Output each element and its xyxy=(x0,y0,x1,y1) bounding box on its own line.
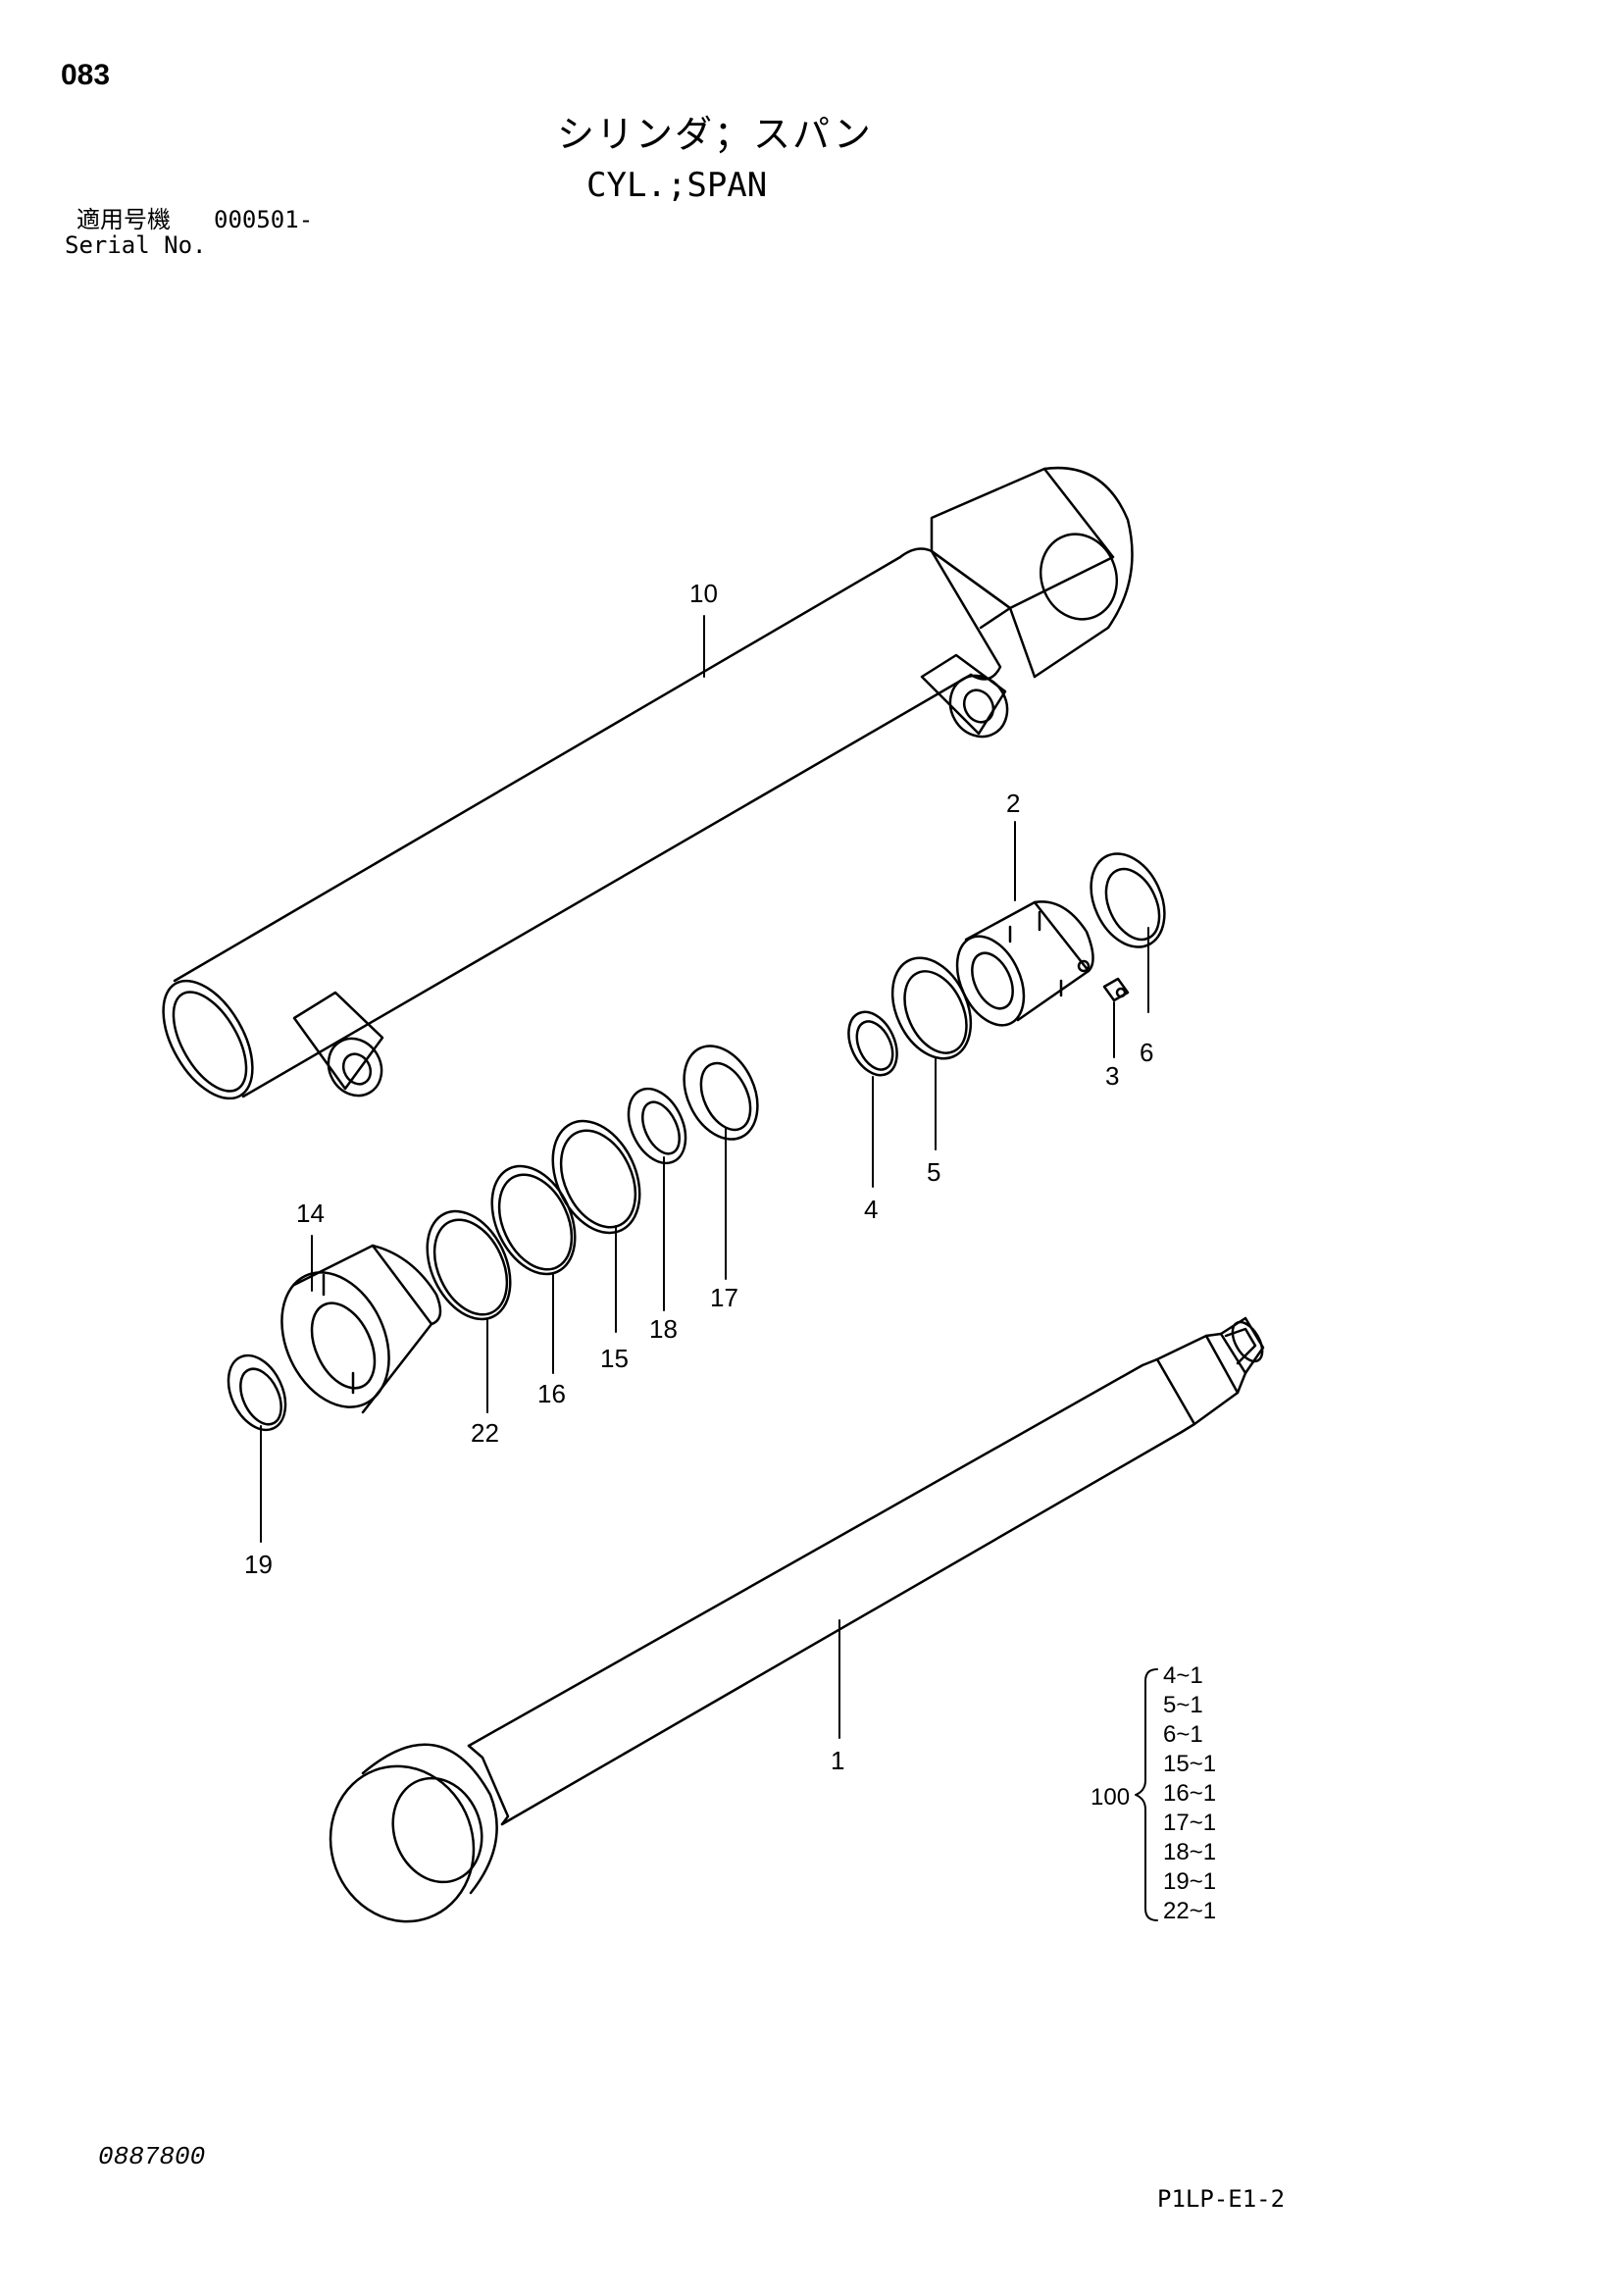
callout-16: 16 xyxy=(537,1379,566,1408)
callout-6: 6 xyxy=(1140,1038,1153,1067)
kit-item: 16~1 xyxy=(1163,1780,1216,1807)
callout-2: 2 xyxy=(1006,789,1020,818)
seal-kit-number: 100 xyxy=(1091,1784,1130,1811)
cylinder-tube-part-10 xyxy=(162,466,1134,1100)
set-screw-part-3 xyxy=(1102,977,1130,1002)
kit-item: 18~1 xyxy=(1163,1839,1216,1865)
kit-item: 22~1 xyxy=(1163,1898,1216,1924)
callout-18: 18 xyxy=(649,1314,678,1344)
rod-head-part-14 xyxy=(280,1244,442,1414)
leader-lines xyxy=(260,615,1149,1739)
kit-item: 5~1 xyxy=(1163,1692,1203,1718)
callout-14: 14 xyxy=(296,1199,325,1228)
serial-label-english: Serial No. xyxy=(65,231,207,259)
callout-19: 19 xyxy=(244,1550,273,1579)
sheet-code: P1LP-E1-2 xyxy=(1157,2185,1286,2213)
ring-part-6 xyxy=(1090,852,1166,948)
ring-part-17 xyxy=(683,1045,759,1141)
kit-item: 15~1 xyxy=(1163,1751,1216,1777)
ring-part-5 xyxy=(890,956,973,1060)
ring-part-18 xyxy=(627,1087,687,1165)
ring-part-4 xyxy=(847,1010,898,1077)
callout-22: 22 xyxy=(471,1418,499,1448)
serial-number-value: 000501- xyxy=(214,206,314,233)
callout-5: 5 xyxy=(927,1157,940,1187)
piston-rod-part-1 xyxy=(329,1316,1265,1923)
callout-3: 3 xyxy=(1105,1061,1119,1091)
callout-15: 15 xyxy=(600,1344,629,1373)
ring-part-19 xyxy=(227,1353,287,1432)
callout-10: 10 xyxy=(689,579,718,608)
serial-label-japanese: 適用号機 xyxy=(76,206,171,233)
title-japanese: シリンダ；スパン xyxy=(557,113,873,156)
ring-part-22 xyxy=(426,1209,512,1321)
seal-kit-group: 100 4~1 5~1 6~1 15~1 16~1 17~1 18~1 19~1… xyxy=(1091,1662,1216,1924)
ring-part-15 xyxy=(551,1119,641,1235)
drawing-number: 0887800 xyxy=(98,2142,206,2171)
callout-labels: 10 2 6 3 5 4 14 17 18 15 16 22 19 1 xyxy=(244,579,1153,1775)
kit-item: 19~1 xyxy=(1163,1868,1216,1895)
kit-item: 17~1 xyxy=(1163,1810,1216,1836)
kit-item: 4~1 xyxy=(1163,1662,1203,1689)
kit-item: 6~1 xyxy=(1163,1721,1203,1748)
callout-17: 17 xyxy=(710,1283,738,1312)
page-number: 083 xyxy=(61,59,111,91)
callout-1: 1 xyxy=(831,1746,844,1775)
callout-4: 4 xyxy=(864,1195,878,1224)
ring-part-16 xyxy=(490,1164,577,1276)
title-english: CYL.;SPAN xyxy=(586,166,768,205)
